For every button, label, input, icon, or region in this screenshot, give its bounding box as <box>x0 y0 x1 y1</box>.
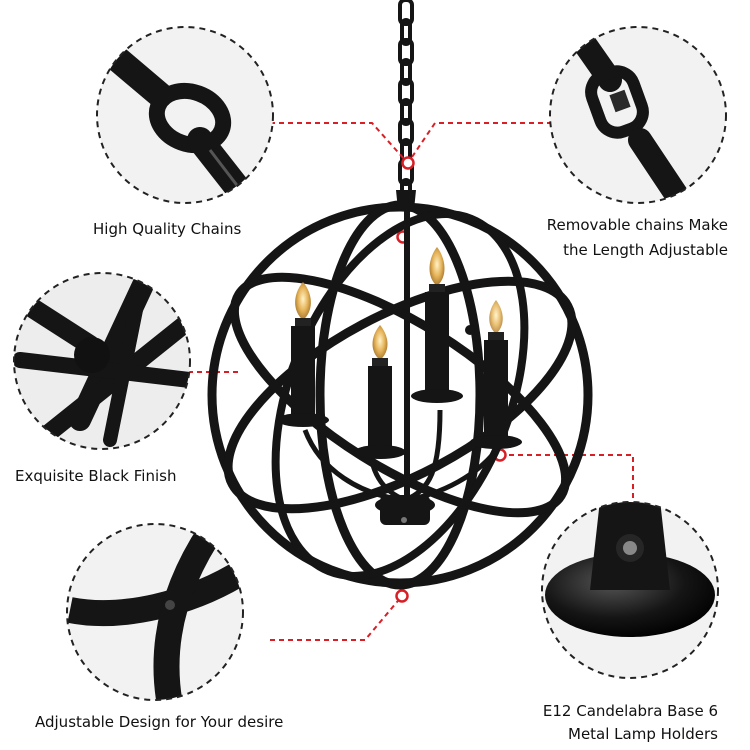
detail-circle-adjustable <box>66 523 244 701</box>
leader-line-base <box>500 454 634 505</box>
detail-circle-chains <box>96 26 274 204</box>
detail-circle-removable <box>549 26 727 204</box>
candle-holder-1 <box>277 282 329 427</box>
hanging-chain <box>398 0 414 206</box>
caption-removable-line2: the Length Adjustable <box>563 241 728 259</box>
candle-holder-3 <box>411 247 463 403</box>
leader-line-chains <box>270 122 406 161</box>
leader-lines <box>188 122 634 641</box>
candle-holder-2 <box>354 325 406 459</box>
caption-removable-line1: Removable chains Make <box>546 216 728 234</box>
chandelier <box>207 190 593 590</box>
caption-adjustable-design: Adjustable Design for Your desire <box>35 713 284 731</box>
detail-circle-base <box>541 501 719 679</box>
caption-high-quality-chains: High Quality Chains <box>93 220 242 238</box>
candle-holder-4 <box>470 300 522 449</box>
leader-line-adjustable <box>270 595 403 641</box>
detail-circle-finish <box>13 272 191 450</box>
marker-dot-chain <box>401 156 415 170</box>
marker-dot-bottom <box>395 589 409 603</box>
caption-base-line1: E12 Candelabra Base 6 <box>542 702 718 720</box>
caption-base-line2: Metal Lamp Holders <box>568 725 718 743</box>
leader-line-removable <box>409 122 552 161</box>
caption-exquisite-black-finish: Exquisite Black Finish <box>15 467 177 485</box>
